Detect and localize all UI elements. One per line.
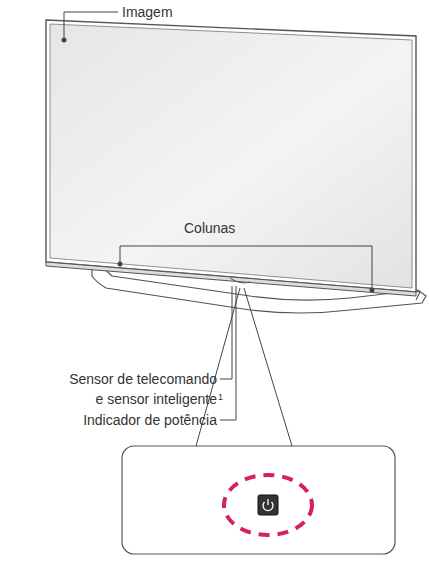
footnote-number: 1 bbox=[218, 392, 223, 402]
power-button bbox=[258, 495, 278, 515]
power-symbol bbox=[267, 499, 268, 505]
tv-frame bbox=[46, 20, 416, 292]
power-glow bbox=[224, 475, 312, 535]
speaker-bracket bbox=[120, 246, 372, 288]
tv-screen bbox=[50, 24, 412, 288]
detail-box bbox=[122, 446, 395, 554]
leader-dot bbox=[62, 38, 67, 43]
part-label: Indicador de potência bbox=[20, 410, 217, 430]
part-label: Sensor de telecomando e sensor inteligen… bbox=[62, 369, 217, 409]
leader-line bbox=[220, 286, 232, 379]
leader-dot bbox=[370, 288, 375, 293]
leader-line bbox=[64, 12, 118, 40]
zoom-line bbox=[244, 288, 292, 446]
sensor-bump bbox=[230, 278, 250, 283]
leader-dot bbox=[118, 262, 123, 267]
part-label: Imagem bbox=[122, 2, 173, 22]
part-label: Colunas bbox=[184, 218, 235, 238]
tv-bottom-bezel bbox=[46, 262, 416, 296]
